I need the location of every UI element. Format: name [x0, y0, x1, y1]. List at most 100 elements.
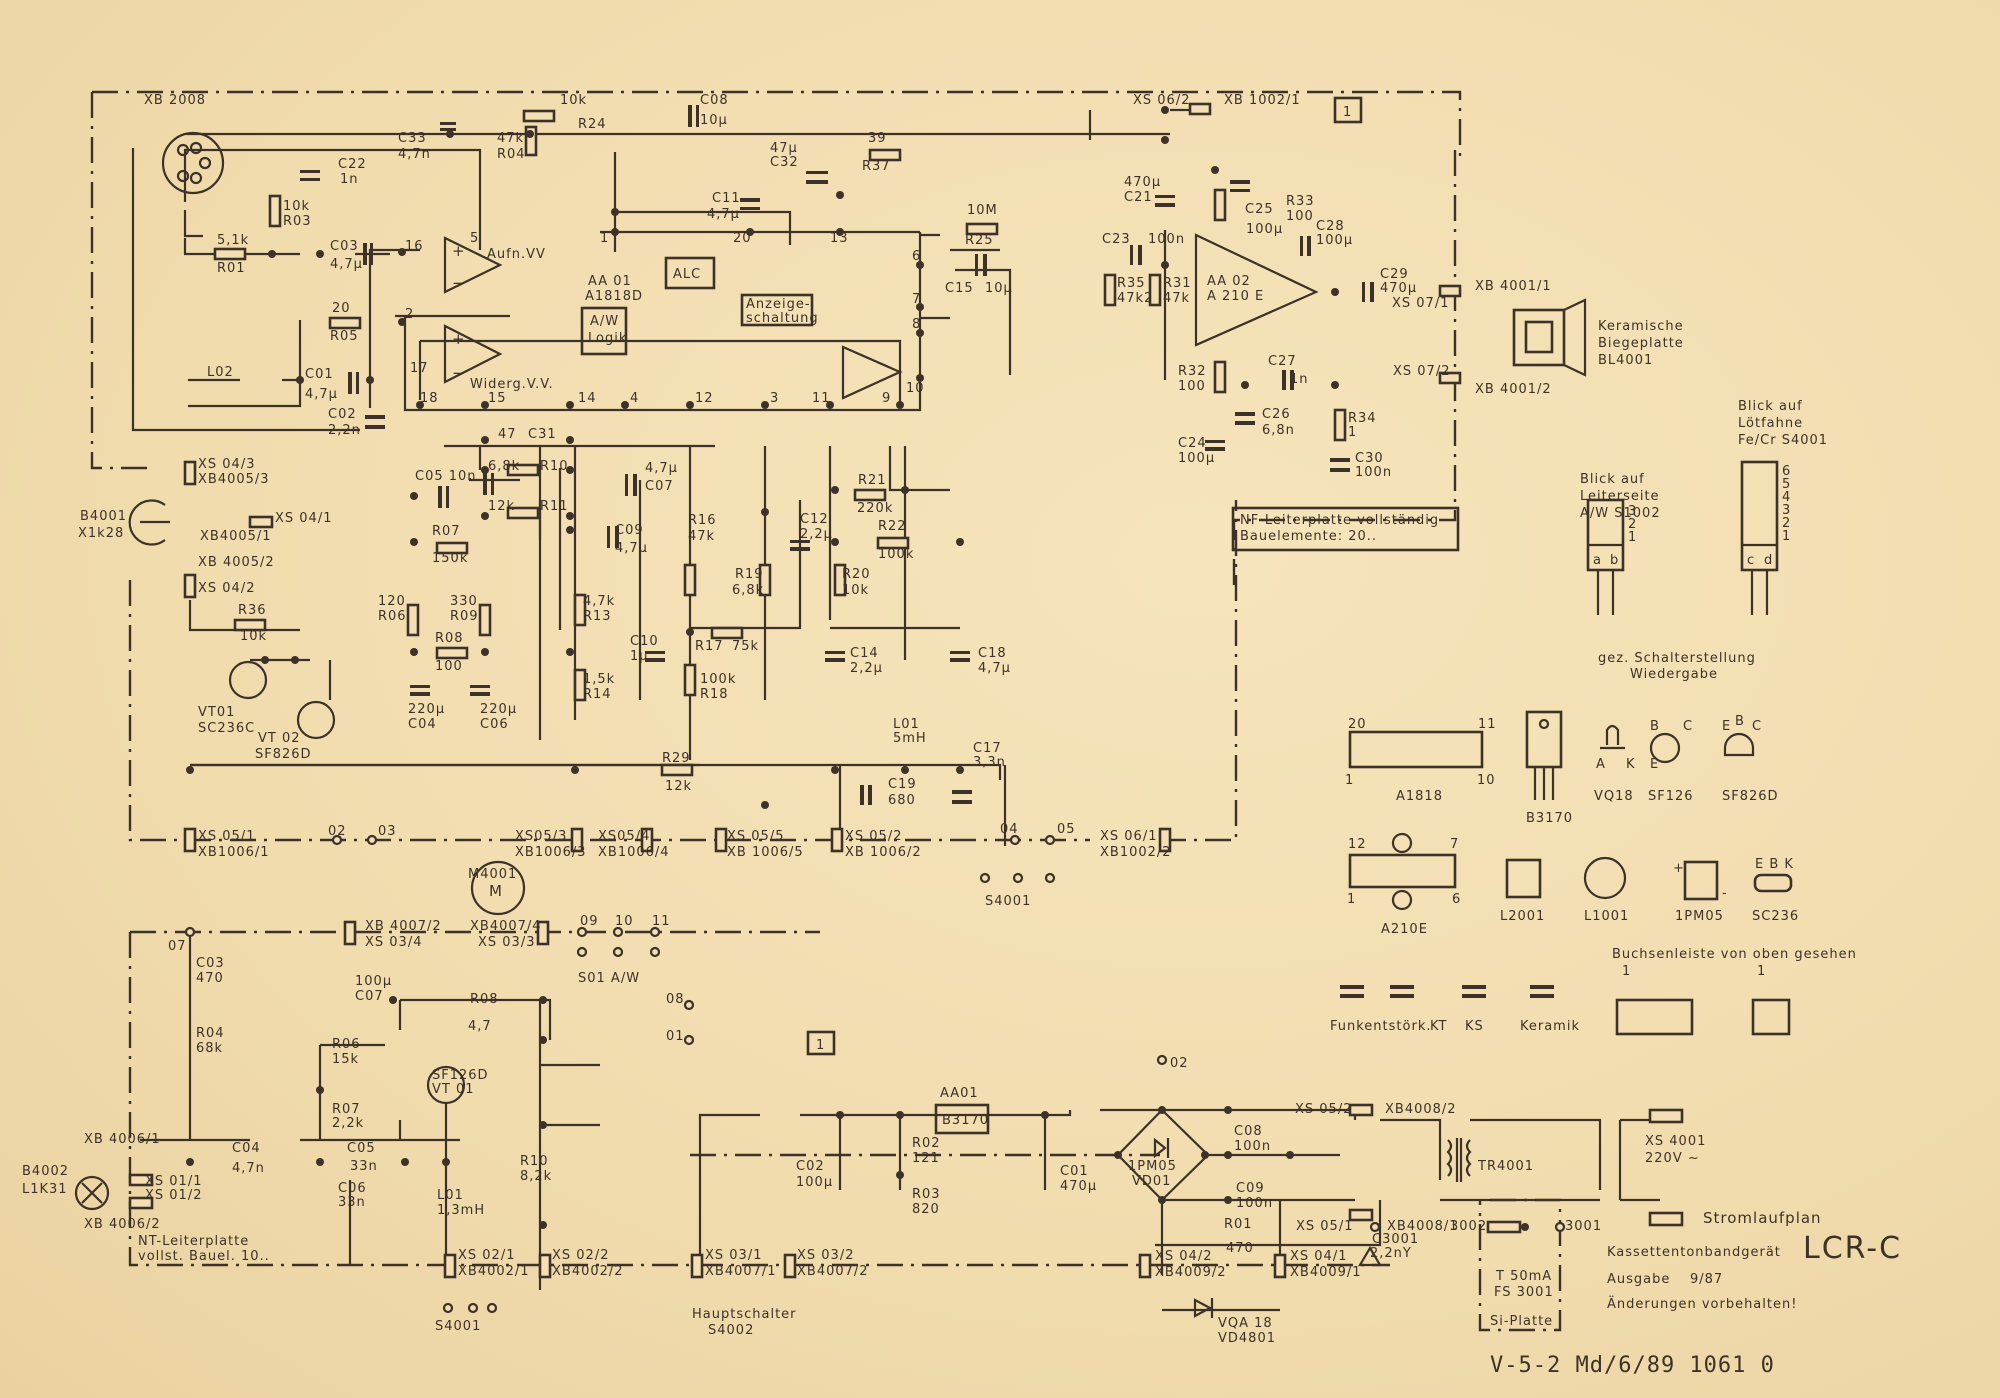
label-xs01-2: XS 01/2 — [145, 1188, 202, 1203]
label-c08: C08 — [700, 93, 729, 108]
sf826d-pin-c: C — [1752, 719, 1762, 734]
label-r19: R19 — [735, 567, 764, 582]
label-aw-logic-2: Logik — [588, 331, 627, 346]
label-c15: C15 — [945, 281, 974, 296]
label-c26-value: 6,8n — [1262, 423, 1295, 438]
label-r04: R04 — [497, 147, 526, 162]
label-r03-value: 10k — [283, 199, 310, 214]
label-c11: C11 — [712, 191, 741, 206]
switch-caption-1: gez. Schalterstellung — [1598, 651, 1756, 666]
sc236-pins: E B K — [1755, 857, 1794, 872]
label-r04b-value: 68k — [196, 1041, 223, 1056]
label-c06: C06 — [480, 717, 509, 732]
flag-box-1 — [1333, 96, 1363, 124]
mains-pin-1 — [1648, 1108, 1684, 1124]
label-c19: C19 — [888, 777, 917, 792]
vt01-transistor — [228, 660, 268, 700]
label-display-2: schaltung — [746, 311, 819, 326]
label-xb1006-4: XB1006/4 — [598, 845, 670, 860]
label-c25: C25 — [1245, 202, 1274, 217]
label-xb4005-2: XB 4005/2 — [198, 555, 275, 570]
speaker-bl4001 — [1512, 298, 1587, 377]
label-r31-value: 47k — [1163, 291, 1190, 306]
label-r01: R01 — [217, 261, 246, 276]
document-edition: 9/87 — [1690, 1272, 1723, 1287]
label-xb4001-2: XB 4001/2 — [1475, 382, 1552, 397]
label-l1001: L1001 — [1584, 909, 1629, 924]
pin-4: 4 — [630, 391, 639, 406]
label-a210e: A210E — [1381, 922, 1428, 937]
warning-triangle-icon — [1358, 1245, 1382, 1267]
label-c14: C14 — [850, 646, 879, 661]
label-r06b: R06 — [332, 1037, 361, 1052]
si-platte-outline — [1478, 1198, 1562, 1332]
label-r02b: R02 — [912, 1136, 941, 1151]
label-xb1006-2: XB 1006/2 — [845, 845, 922, 860]
pinout-sf826d — [1723, 732, 1755, 757]
label-r29: R29 — [662, 751, 691, 766]
aw-view-title-2: Leiterseite — [1580, 489, 1660, 504]
nf-board-note-box — [1231, 506, 1460, 552]
pin-10: 10 — [906, 381, 925, 396]
fecr-pin-6: 6 — [1782, 464, 1791, 479]
label-sf126: SF126 — [1648, 789, 1694, 804]
a1818-pin-20: 20 — [1348, 717, 1367, 732]
pin-7: 7 — [912, 292, 921, 307]
label-c32-value: 47µ — [770, 141, 798, 156]
sf126-pin-c: C — [1683, 719, 1693, 734]
label-xb4009-1: XB4009/1 — [1290, 1265, 1362, 1280]
label-r29-value: 12k — [665, 779, 692, 794]
label-c3001-value: 2,2nY — [1370, 1246, 1412, 1261]
motor-m-icon: M — [489, 882, 503, 900]
aw-pin-2: 2 — [1628, 517, 1637, 532]
label-c12-value: 2,2µ — [800, 527, 833, 542]
label-xs04-3: XS 04/3 — [198, 457, 255, 472]
label-c28-value: 100µ — [1316, 233, 1353, 248]
node-04: 04 — [1000, 822, 1019, 837]
label-r17: R17 — [695, 639, 724, 654]
nf-board-outline — [90, 90, 1462, 934]
aw-contact-a: a — [1593, 553, 1602, 568]
junction-dots — [186, 106, 1529, 1231]
label-r14: R14 — [583, 687, 612, 702]
label-r31: R31 — [1163, 276, 1192, 291]
label-vt01: VT01 — [198, 705, 235, 720]
label-s4002: S4002 — [708, 1323, 754, 1338]
label-aw-logic-1: A/W — [590, 314, 619, 329]
resistors-upper — [213, 109, 1347, 777]
label-xs04-1b: XS 04/1 — [1290, 1249, 1347, 1264]
a1818-pin-11: 11 — [1478, 717, 1497, 732]
nt-board-note-2: vollst. Bauel. 10.. — [138, 1249, 270, 1264]
pin-18: 18 — [420, 391, 439, 406]
label-xb4007-2b: XB4007/2 — [797, 1264, 869, 1279]
label-r16: R16 — [688, 513, 717, 528]
label-r36: R36 — [238, 603, 267, 618]
capacitors-upper — [300, 105, 1374, 805]
fecr-pin-1: 1 — [1782, 529, 1791, 544]
label-c02b-value: 100µ — [796, 1175, 833, 1190]
legend-funkentstoerk: Funkentstörk. — [1330, 1019, 1431, 1034]
label-r14-value: 1,5k — [583, 672, 615, 687]
label-r11-value: 12k — [488, 499, 515, 514]
label-c33: C33 — [398, 131, 427, 146]
pin-8: 8 — [912, 317, 921, 332]
label-c23: C23 — [1102, 232, 1131, 247]
label-sc236: SC236 — [1752, 909, 1799, 924]
label-xs03-3: XS 03/3 — [478, 935, 535, 950]
label-fs3001: FS 3001 — [1494, 1285, 1554, 1300]
display-circuit-block — [740, 293, 814, 327]
svg-text:+: + — [452, 242, 466, 260]
pin-3: 3 — [770, 391, 779, 406]
label-aa01-ref: AA 01 — [588, 274, 632, 289]
din-socket-xb2008 — [161, 131, 225, 195]
label-xs4001: XS 4001 — [1645, 1134, 1706, 1149]
a210e-pin-12: 12 — [1348, 837, 1367, 852]
label-r16-value: 47k — [688, 529, 715, 544]
label-r25-value: 10M — [967, 203, 998, 218]
label-xb1002-2: XB1002/2 — [1100, 845, 1172, 860]
flag-box-1b — [806, 1030, 836, 1056]
aw-pin-3: 3 — [1628, 504, 1637, 519]
label-xs02-2: XS 02/2 — [552, 1248, 609, 1263]
label-r05-value: 20 — [332, 301, 351, 316]
label-hauptschalter: Hauptschalter — [692, 1307, 797, 1322]
